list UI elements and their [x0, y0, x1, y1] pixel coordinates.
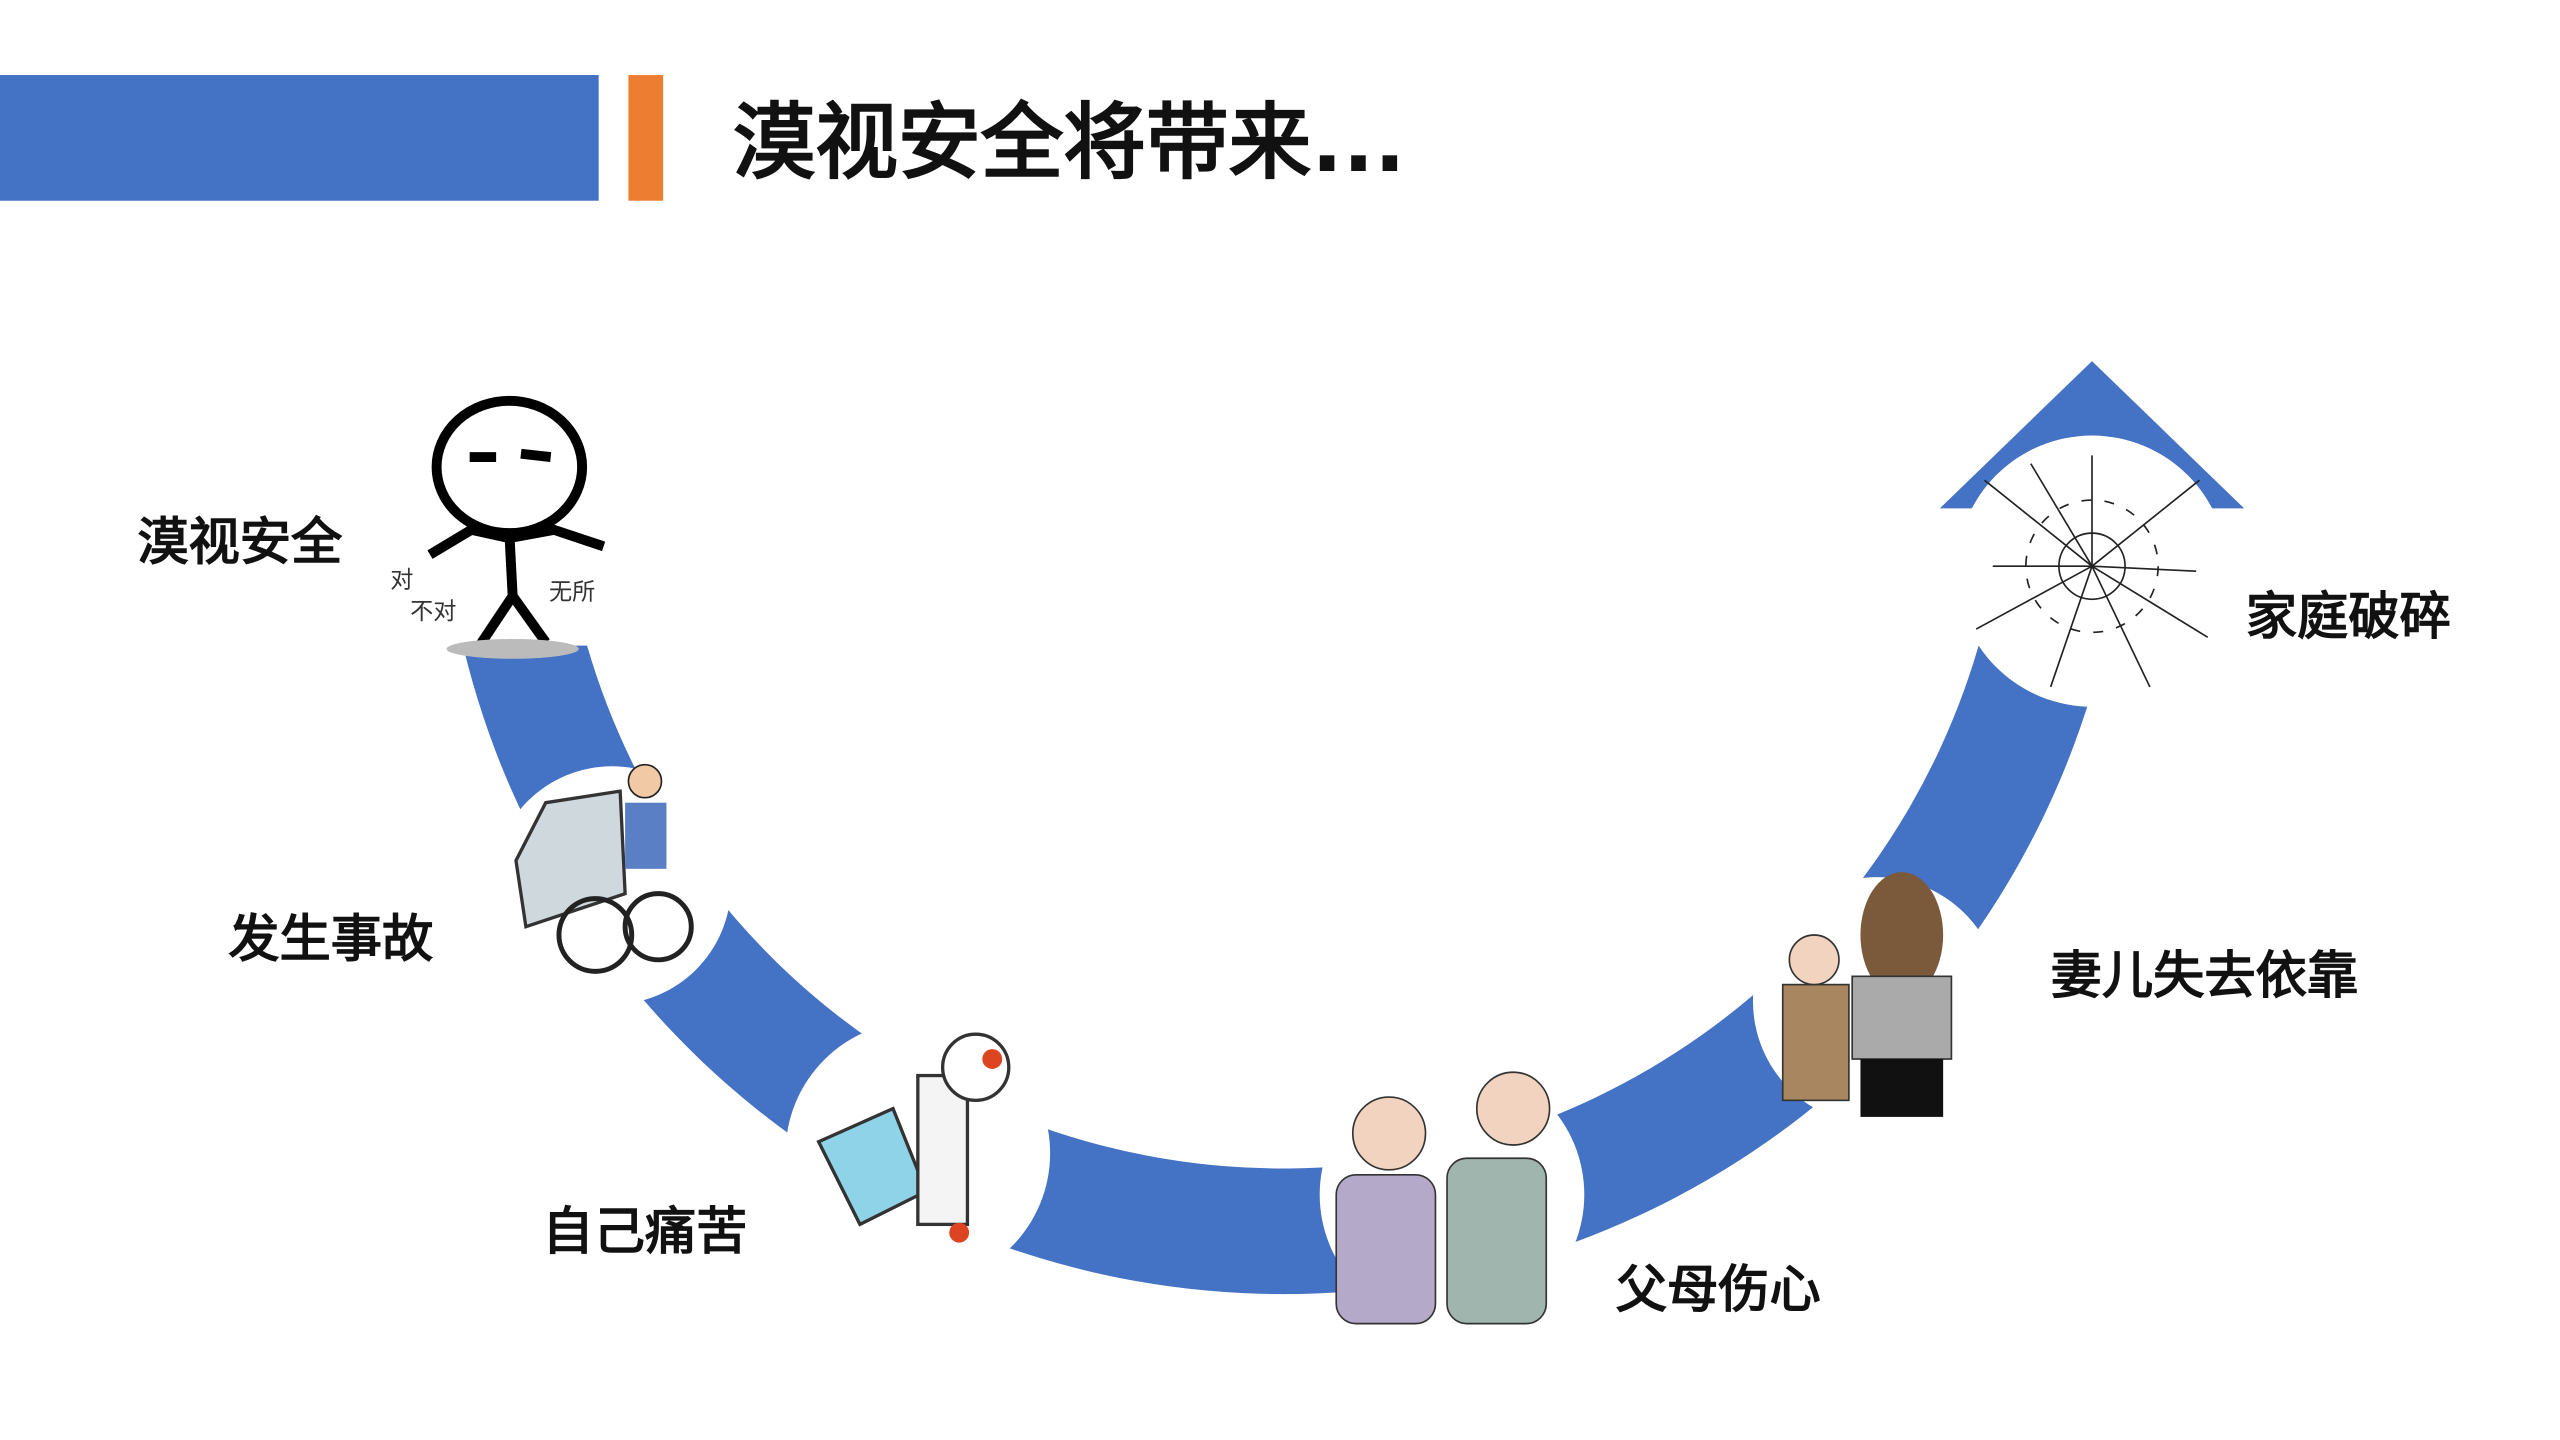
step-label: 父母伤心	[1616, 1260, 1821, 1320]
stick-figure-caption: 无所	[549, 579, 595, 605]
page-title: 漠视安全将带来...	[733, 95, 1406, 191]
step-label: 妻儿失去依靠	[2051, 946, 2359, 1006]
stick-figure-icon	[388, 395, 637, 659]
step-label: 家庭破碎	[2246, 587, 2451, 647]
header-orange-bar	[628, 75, 664, 201]
header-blue-bar	[0, 75, 599, 201]
stick-figure-caption: 不对	[410, 599, 456, 625]
step-label: 自己痛苦	[542, 1202, 747, 1262]
injured-patient-icon	[785, 1020, 1051, 1286]
bicycle-accident-icon	[492, 763, 731, 1005]
shattered-glass-icon	[1956, 435, 2228, 707]
stick-figure-caption: 对	[390, 568, 413, 594]
step-label: 发生事故	[228, 909, 434, 969]
step-label: 漠视安全	[137, 513, 343, 573]
grieving-parents-icon	[1319, 1062, 1585, 1327]
wife-child-icon	[1752, 872, 2002, 1126]
